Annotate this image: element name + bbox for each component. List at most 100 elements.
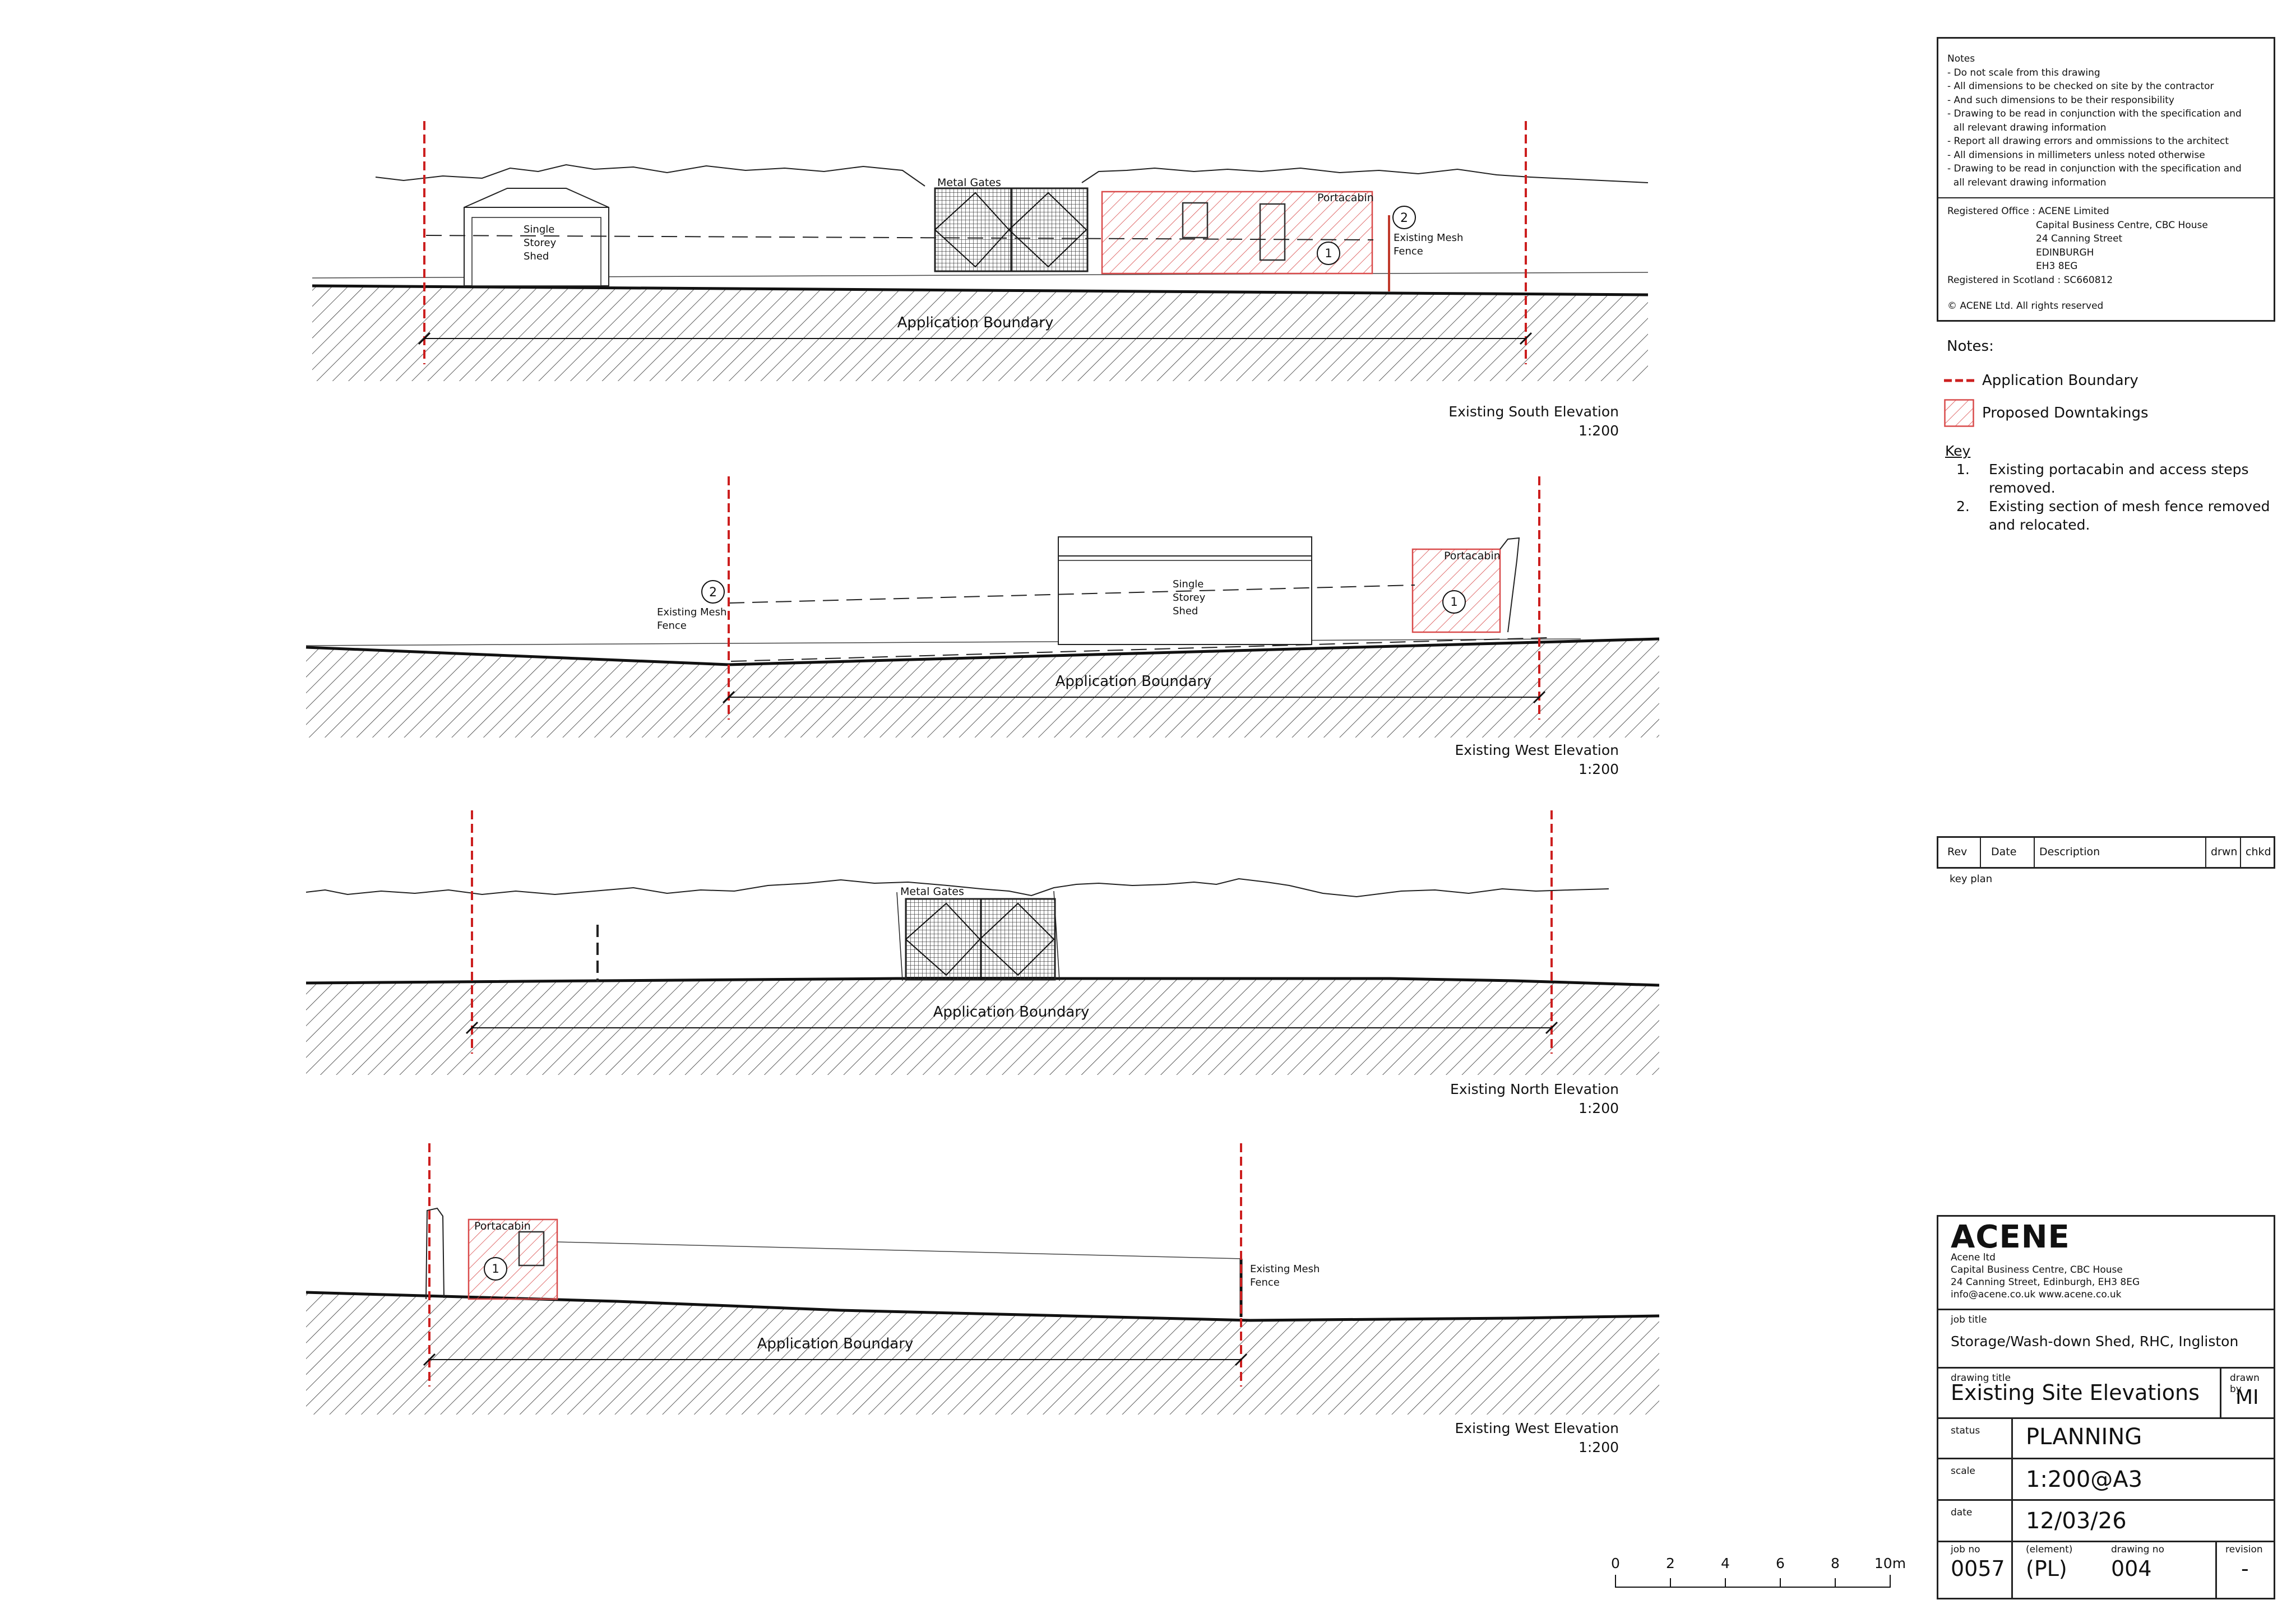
west2-marker-1 <box>484 1257 507 1281</box>
north-ground-line <box>305 977 1660 987</box>
job-title: Storage/Wash-down Shed, RHC, Ingliston <box>1951 1333 2239 1350</box>
drawing-title-label: drawing title <box>1951 1372 2011 1384</box>
south-shed-label-1: Single <box>524 224 554 235</box>
key-heading: Key <box>1945 443 1971 459</box>
south-fence-label-2: Fence <box>1394 245 1423 257</box>
north-gates-label: Metal Gates <box>900 885 964 898</box>
drawn-by-label: drawn by <box>2230 1372 2260 1395</box>
west1-scale: 1:200 <box>1578 761 1619 777</box>
note-item: - Drawing to be read in conjunction with… <box>1947 163 2242 174</box>
south-boundary-label: Application Boundary <box>897 314 1054 331</box>
west1-marker-1 <box>1442 590 1466 614</box>
west2-portacabin <box>467 1218 558 1300</box>
west2-fence-label-1: Existing Mesh <box>1250 1263 1320 1275</box>
legend-boundary: Application Boundary <box>1944 372 2138 389</box>
west2-boundary-label: Application Boundary <box>757 1336 914 1352</box>
south-gates-label: Metal Gates <box>937 177 1001 189</box>
west1-fence-label-2: Fence <box>657 620 687 632</box>
note-item: - All dimensions in millimeters unless n… <box>1947 149 2205 161</box>
west1-marker-2 <box>701 580 725 604</box>
company-line: Capital Business Centre, CBC House <box>1951 1264 2123 1276</box>
south-shed-label-3: Shed <box>524 251 549 262</box>
scale-bar-tick-0: 0 <box>1611 1555 1620 1571</box>
svg-text:2: 2 <box>1400 211 1408 225</box>
office-line: Registered Office : ACENE Limited <box>1947 206 2109 217</box>
west-elevation-1: Single Storey Shed Portacabin 1 2 Existi… <box>305 476 1660 777</box>
west1-shed-label-3: Shed <box>1173 605 1198 617</box>
scale-bar-tick-2: 2 <box>1666 1555 1675 1571</box>
note-item: - Drawing to be read in conjunction with… <box>1947 108 2242 119</box>
west1-title: Existing West Elevation <box>1455 742 1619 758</box>
element-value: (PL) <box>2026 1556 2067 1581</box>
west1-shed-label-1: Single <box>1173 578 1203 590</box>
note-item: all relevant drawing information <box>1947 177 2107 188</box>
svg-text:1: 1 <box>1325 247 1332 260</box>
company-line: 24 Canning Street, Edinburgh, EH3 8EG <box>1951 1277 2140 1288</box>
west1-fence-label-1: Existing Mesh <box>657 606 726 618</box>
note-item: all relevant drawing information <box>1947 122 2107 133</box>
west2-fence-label-2: Fence <box>1250 1277 1280 1288</box>
scale-bar-tick-6: 6 <box>1776 1555 1785 1571</box>
svg-text:1: 1 <box>1450 595 1457 609</box>
chkd-header: chkd <box>2246 846 2271 858</box>
notes-box: Notes - Do not scale from this drawing -… <box>1937 37 2275 322</box>
west1-ground <box>306 639 1659 738</box>
description-header: Description <box>2039 846 2100 858</box>
south-elevation: Single Storey Shed Metal Gates Portacabi… <box>312 121 1649 439</box>
north-elevation: Metal Gates Application Boundary Existin… <box>305 810 1660 1116</box>
office-line: Capital Business Centre, CBC House <box>2036 219 2208 231</box>
note-item: - All dimensions to be checked on site b… <box>1947 81 2214 92</box>
west-elevation-2: Portacabin 1 Existing Mesh Fence Applica… <box>305 1143 1660 1455</box>
west1-shed-label-2: Storey <box>1173 592 1206 604</box>
drawing-title: Existing Site Elevations <box>1951 1380 2200 1405</box>
west2-ground <box>306 1292 1659 1415</box>
revision-value: - <box>2241 1556 2249 1581</box>
status-value: PLANNING <box>2026 1424 2142 1450</box>
office-line: Registered in Scotland : SC660812 <box>1947 274 2113 286</box>
job-no-label: job no <box>1951 1544 1980 1555</box>
scale-bar: 0 2 4 6 8 10m <box>1611 1555 1906 1588</box>
key-list: Key 1. Existing portacabin and access st… <box>1945 442 2281 534</box>
job-title-label: job title <box>1951 1314 1987 1325</box>
south-shed-roof <box>464 188 609 208</box>
notes-divider <box>1938 197 2274 198</box>
drwn-header: drwn <box>2211 846 2238 858</box>
key-item-text: Existing section of mesh fence removed a… <box>1989 498 2270 533</box>
scale-label: scale <box>1951 1466 1975 1477</box>
key-item: 2. Existing section of mesh fence remove… <box>1945 497 2281 534</box>
copyright: © ACENE Ltd. All rights reserved <box>1947 300 2104 312</box>
north-title: Existing North Elevation <box>1450 1081 1619 1097</box>
scale-bar-tick-8: 8 <box>1831 1555 1840 1571</box>
date-value: 12/03/26 <box>2026 1508 2127 1534</box>
legend-boundary-label: Application Boundary <box>1982 372 2138 389</box>
south-ground-line <box>312 284 1649 296</box>
west1-portacabin-label: Portacabin <box>1444 550 1501 562</box>
scale-bar-tick-4: 4 <box>1721 1555 1730 1571</box>
west1-boundary-label: Application Boundary <box>1056 673 1212 690</box>
west2-portacabin-label: Portacabin <box>474 1220 531 1232</box>
south-shed-label-2: Storey <box>524 237 557 249</box>
legend-heading: Notes: <box>1947 338 1994 355</box>
west2-scale: 1:200 <box>1578 1439 1619 1455</box>
svg-text:1: 1 <box>492 1262 499 1276</box>
south-title: Existing South Elevation <box>1448 404 1619 420</box>
key-item: 1. Existing portacabin and access steps … <box>1945 460 2281 497</box>
boundary-line-icon <box>1944 379 1974 382</box>
company-logo: ACENE <box>1951 1219 2070 1255</box>
north-ground <box>306 979 1659 1075</box>
job-no: 0057 <box>1951 1556 2005 1581</box>
drawing-no: 004 <box>2111 1556 2152 1581</box>
south-marker-2 <box>1392 206 1416 229</box>
scale-bar-tick-10: 10m <box>1874 1555 1906 1571</box>
west2-ground-line <box>305 1291 1660 1322</box>
scale-value: 1:200@A3 <box>2026 1467 2143 1492</box>
date-header: Date <box>1991 846 2017 858</box>
company-line: Acene ltd <box>1951 1252 1996 1263</box>
legend-downtakings-label: Proposed Downtakings <box>1982 405 2149 421</box>
north-scale: 1:200 <box>1578 1100 1619 1116</box>
note-item: - Do not scale from this drawing <box>1947 67 2100 78</box>
drawn-by: MI <box>2235 1386 2259 1409</box>
revision-label: revision <box>2225 1544 2263 1555</box>
office-line: EDINBURGH <box>2036 247 2094 258</box>
